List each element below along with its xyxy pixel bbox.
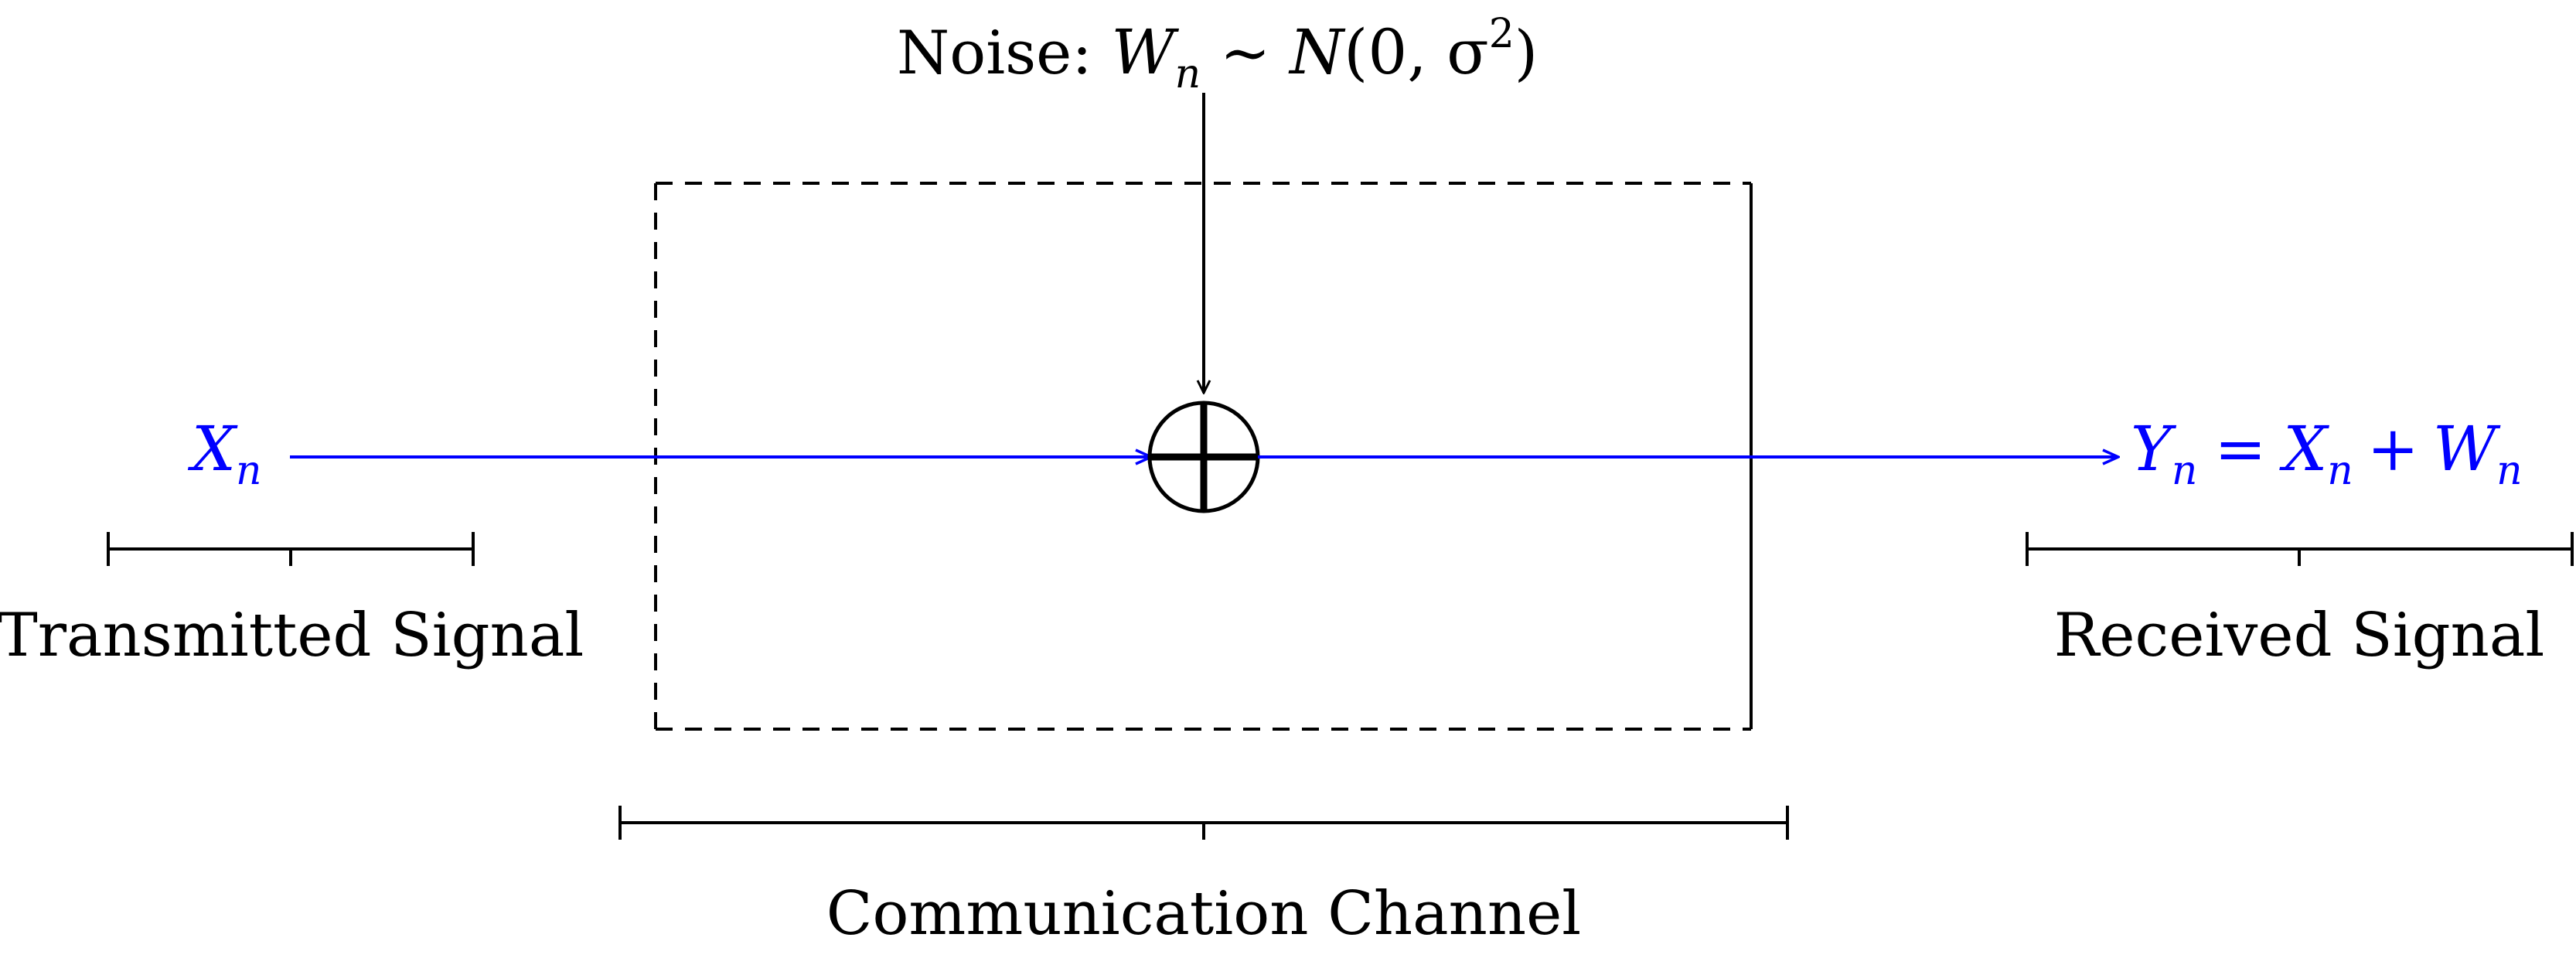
- noise-label: Noise: Wn ∼ N(0, σ2): [897, 11, 1538, 97]
- input-symbol: Xn: [187, 413, 261, 494]
- transmitted-brace: [107, 532, 475, 566]
- output-expression: Yn=Xn+Wn: [2131, 413, 2523, 494]
- transmitted-signal-label: Transmitted Signal: [0, 601, 584, 670]
- channel-brace: [618, 806, 1789, 840]
- communication-channel-label: Communication Channel: [826, 879, 1581, 949]
- received-brace: [2026, 532, 2574, 566]
- adder-plus-icon: [1147, 401, 1260, 513]
- received-signal-label: Received Signal: [2054, 601, 2545, 670]
